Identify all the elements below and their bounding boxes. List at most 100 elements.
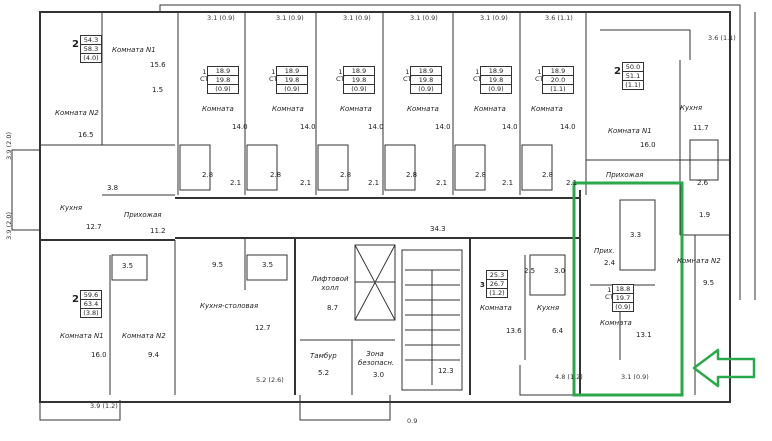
- dim-label: 3.6 (1.1): [545, 14, 573, 22]
- room-area: 14.0: [368, 123, 384, 131]
- area-living: 18.9: [481, 67, 511, 76]
- room-area: 9.5: [212, 261, 224, 269]
- area-living: 18.9: [543, 67, 573, 76]
- room-label: Комната N1: [608, 127, 652, 135]
- room-label: Комната N2: [122, 332, 166, 340]
- dim-label: 3.9 (2.0): [5, 212, 13, 240]
- area-living: 25.3: [487, 271, 507, 280]
- room-area: 11.7: [693, 124, 709, 132]
- apartment-type: СТ: [535, 75, 544, 83]
- stairs-area: 12.3: [438, 367, 454, 375]
- room-label: Тамбур: [310, 352, 337, 360]
- room-label: Кухня: [680, 104, 703, 112]
- wc-area: 2.5: [524, 267, 536, 275]
- room-area: 12.7: [86, 223, 102, 231]
- room-area: 9.4: [148, 351, 160, 359]
- area-total: 63.4: [81, 300, 101, 309]
- area-box: 2 59.6 63.4 (3.8): [72, 290, 102, 318]
- room-label: Комната: [340, 105, 372, 113]
- hall-area: 2.1: [502, 179, 514, 187]
- room-area: 16.0: [91, 351, 107, 359]
- area-balcony: (1.2): [489, 289, 505, 297]
- area-living: 50.0: [623, 63, 643, 72]
- area-living: 18.9: [411, 67, 441, 76]
- room-label: Комната N1: [60, 332, 104, 340]
- area-total: 58.3: [81, 45, 101, 54]
- area-box: 2 50.0 51.1 (1.1): [614, 62, 644, 90]
- dim-label: 3.9 (2.0): [5, 132, 13, 160]
- hall-area: 2.1: [300, 179, 312, 187]
- room-count: 2: [72, 39, 79, 50]
- area-living: 18.9: [208, 67, 238, 76]
- area-total: 19.7: [613, 294, 633, 303]
- wc-area: 2.8: [340, 171, 352, 179]
- dim-label: 3.1 (0.9): [410, 14, 438, 22]
- room-count: 1: [537, 68, 542, 76]
- dim-label: 3.1 (0.9): [343, 14, 371, 22]
- bath-area: 1.9: [699, 211, 711, 219]
- wc-area: 2.6: [697, 179, 709, 187]
- room-area: 14.0: [560, 123, 576, 131]
- room-count: 3: [480, 281, 485, 289]
- dim-label: 3.1 (0.9): [276, 14, 304, 22]
- room-area: 16.0: [640, 141, 656, 149]
- area-balcony: (1.1): [625, 81, 641, 89]
- area-total: 51.1: [623, 72, 643, 81]
- room-label: Прих.: [594, 247, 615, 255]
- area-box: 2 54.3 58.3 (4.0): [72, 35, 102, 63]
- room-area: 13.1: [636, 331, 652, 339]
- area-balcony: (0.9): [418, 85, 434, 93]
- area-balcony: (3.8): [83, 309, 99, 317]
- dim-label: 0.9: [407, 417, 418, 425]
- room-area: 8.7: [327, 304, 339, 312]
- apartment-type: СТ: [403, 75, 412, 83]
- wc-area: 2.8: [406, 171, 418, 179]
- area-balcony: (0.9): [488, 85, 504, 93]
- hall-area: 2.1: [566, 179, 578, 187]
- room-count: 1: [475, 68, 480, 76]
- highlight-arrow: [692, 348, 756, 388]
- room-area: 3.0: [373, 371, 385, 379]
- room-area: 14.0: [435, 123, 451, 131]
- room-count: 2: [72, 294, 79, 305]
- area-balcony: (4.0): [83, 54, 99, 62]
- dim-label: 3.6 (1.1): [708, 34, 736, 42]
- area-box: 3 25.3 26.7 (1.2): [480, 270, 508, 298]
- room-area: 14.0: [232, 123, 248, 131]
- area-living: 18.9: [277, 67, 307, 76]
- dim-label: 4.8 (1.2): [555, 373, 583, 381]
- room-area: 13.6: [506, 327, 522, 335]
- area-total: 20.0: [543, 76, 573, 85]
- area-total: 19.8: [208, 76, 238, 85]
- room-label: Комната: [202, 105, 234, 113]
- hall-area: 2.1: [436, 179, 448, 187]
- wc-area: 2.8: [475, 171, 487, 179]
- room-count: 1: [271, 68, 276, 76]
- room-label: Комната N2: [55, 109, 99, 117]
- area-living: 18.9: [344, 67, 374, 76]
- room-area: 14.0: [300, 123, 316, 131]
- dim-label: 3.1 (0.9): [621, 373, 649, 381]
- wc-area: 2.8: [542, 171, 554, 179]
- hall-area: 2.1: [230, 179, 242, 187]
- room-label: Комната: [272, 105, 304, 113]
- room-label: Прихожая: [606, 171, 644, 179]
- room-area: 15.6: [150, 61, 166, 69]
- hall-area: 2.1: [368, 179, 380, 187]
- area-total: 19.8: [277, 76, 307, 85]
- dim-label: 3.1 (0.9): [480, 14, 508, 22]
- room-count: 1: [607, 286, 612, 294]
- wc-area: 2.8: [202, 171, 214, 179]
- room-area: 12.7: [255, 324, 271, 332]
- room-label: Прихожая: [124, 211, 162, 219]
- bath-area: 3.0: [554, 267, 566, 275]
- room-label: Комната: [480, 304, 512, 312]
- apartment-type: СТ: [473, 75, 482, 83]
